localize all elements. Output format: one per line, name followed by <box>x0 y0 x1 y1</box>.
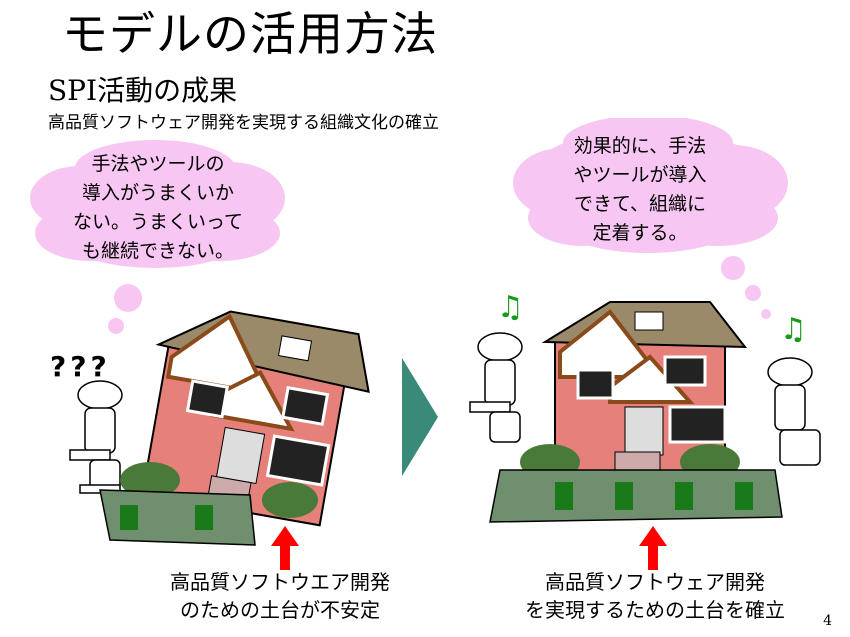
caption-line: 高品質ソフトウエア開発 <box>170 570 390 594</box>
thought-bubble-right: 効果的に、手法 やツールが導入 できて、組織に 定着する。 <box>530 132 750 248</box>
question-marks: ??? <box>50 350 111 383</box>
thought-cloud-right-icon <box>513 118 788 319</box>
slide-subtitle: SPI活動の成果 <box>48 74 237 108</box>
caption-line: を実現するための土台を確立 <box>525 598 785 622</box>
bubble-line: ない。うまくいって <box>72 211 244 233</box>
subtitle-latin: SPI <box>48 74 98 107</box>
bubble-line: も継続できない。 <box>81 240 234 262</box>
music-note-right: ♫ <box>780 312 807 347</box>
caption-left: 高品質ソフトウエア開発 のための土台が不安定 <box>150 568 410 624</box>
page-number: 4 <box>823 613 832 629</box>
thought-cloud-left-icon <box>30 140 285 334</box>
slide-title: モデルの活用方法 <box>62 7 438 61</box>
bubble-line: やツールが導入 <box>573 164 707 186</box>
caption-line: のための土台が不安定 <box>180 598 380 622</box>
bubble-line: 手法やツールの <box>91 153 225 175</box>
bubble-line: 導入がうまくいか <box>81 182 234 204</box>
bubble-line: 定着する。 <box>592 222 688 244</box>
red-up-arrow-left-icon <box>271 526 299 570</box>
red-up-arrow-right-icon <box>639 526 667 570</box>
caption-line: 高品質ソフトウェア開発 <box>545 570 765 594</box>
bubble-line: 効果的に、手法 <box>573 135 707 157</box>
subtitle-jp: 活動の成果 <box>97 74 238 107</box>
stable-house-illustration-icon <box>469 301 821 523</box>
slide-subsubtitle: 高品質ソフトウェア開発を実現する組織文化の確立 <box>48 113 439 133</box>
unstable-house-illustration-icon <box>69 310 370 546</box>
transition-arrow-icon <box>402 358 438 476</box>
bubble-line: できて、組織に <box>573 193 707 215</box>
thought-bubble-left: 手法やツールの 導入がうまくいか ない。うまくいって も継続できない。 <box>48 150 268 266</box>
music-note-left: ♫ <box>497 290 524 325</box>
caption-right: 高品質ソフトウェア開発 を実現するための土台を確立 <box>500 568 810 624</box>
